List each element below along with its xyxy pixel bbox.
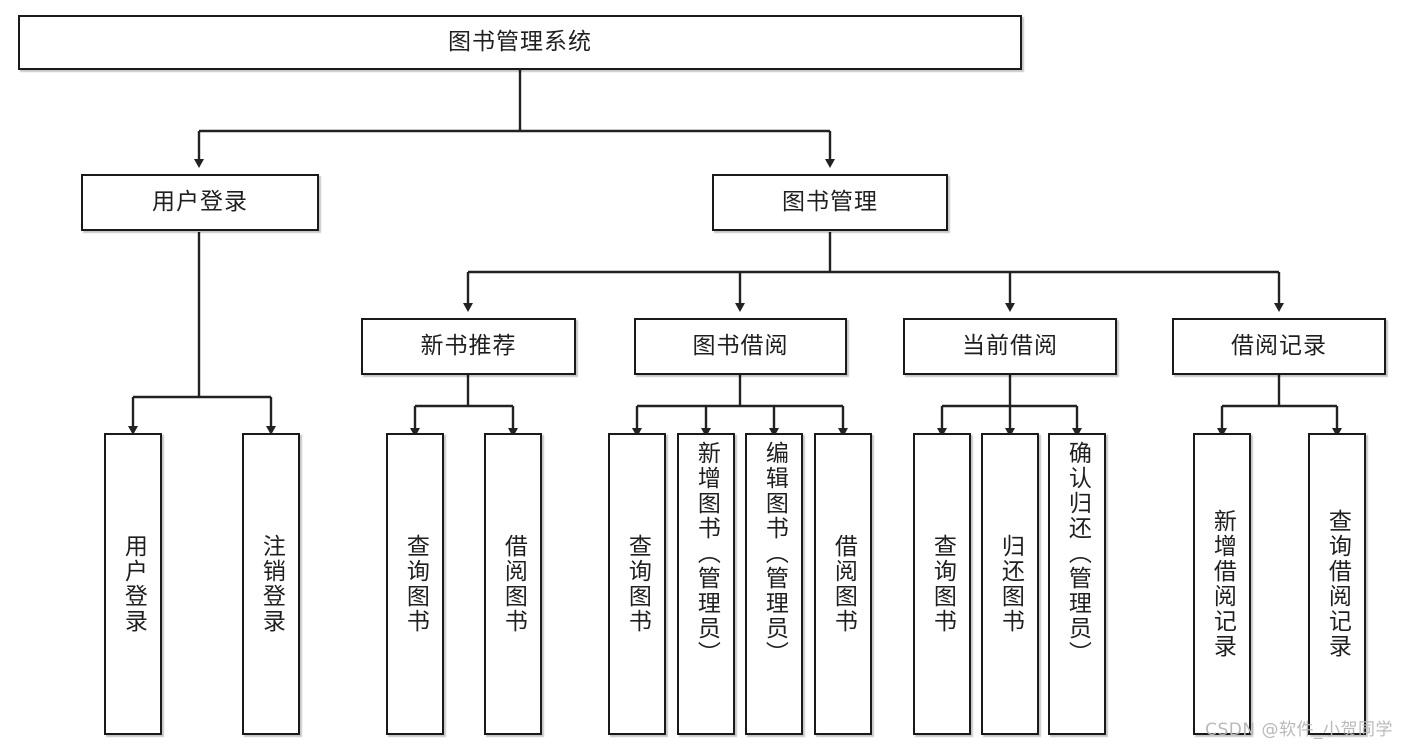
- node-root-label: 图书管理系统: [448, 28, 592, 55]
- leaf-confirm-return-admin[interactable]: 确认归还（管理员）: [1048, 433, 1106, 735]
- leaf-query-borrow-record-label: 查询借阅记录: [1324, 509, 1351, 659]
- csdn-watermark: CSDN @软件_小贺同学: [1205, 720, 1393, 740]
- node-book-management-label: 图书管理: [782, 188, 878, 215]
- node-book-management[interactable]: 图书管理: [712, 174, 948, 231]
- leaf-edit-book-admin-label: 编辑图书（管理员）: [761, 441, 788, 666]
- leaf-user-login[interactable]: 用户登录: [104, 433, 162, 735]
- leaf-confirm-return-admin-label: 确认归还（管理员）: [1064, 441, 1091, 666]
- node-book-borrow[interactable]: 图书借阅: [634, 318, 847, 375]
- leaf-add-borrow-record-label: 新增借阅记录: [1209, 509, 1236, 659]
- leaf-add-borrow-record[interactable]: 新增借阅记录: [1193, 433, 1251, 735]
- leaf-edit-book-admin[interactable]: 编辑图书（管理员）: [745, 433, 803, 735]
- leaf-logout-label: 注销登录: [258, 534, 285, 634]
- node-book-borrow-label: 图书借阅: [692, 332, 789, 359]
- leaf-add-book-admin-label: 新增图书（管理员）: [693, 441, 720, 666]
- node-borrow-records-label: 借阅记录: [1231, 332, 1327, 359]
- leaf-return-book-label: 归还图书: [997, 534, 1024, 634]
- leaf-query-book-current-label: 查询图书: [929, 534, 956, 634]
- leaf-query-book-current[interactable]: 查询图书: [913, 433, 971, 735]
- leaf-borrow-book[interactable]: 借阅图书: [814, 433, 872, 735]
- node-new-book-recommend[interactable]: 新书推荐: [361, 318, 576, 375]
- leaf-return-book[interactable]: 归还图书: [981, 433, 1039, 735]
- leaf-query-book-recommend-label: 查询图书: [402, 534, 429, 634]
- node-root[interactable]: 图书管理系统: [18, 15, 1022, 70]
- node-borrow-records[interactable]: 借阅记录: [1172, 318, 1386, 375]
- leaf-query-borrow-record[interactable]: 查询借阅记录: [1308, 433, 1366, 735]
- leaf-query-book-borrow[interactable]: 查询图书: [608, 433, 666, 735]
- leaf-add-book-admin[interactable]: 新增图书（管理员）: [677, 433, 735, 735]
- leaf-borrow-book-recommend[interactable]: 借阅图书: [484, 433, 542, 735]
- node-new-book-recommend-label: 新书推荐: [420, 332, 517, 359]
- node-user-login-label: 用户登录: [152, 188, 248, 215]
- leaf-borrow-book-recommend-label: 借阅图书: [500, 534, 527, 634]
- leaf-query-book-recommend[interactable]: 查询图书: [386, 433, 444, 735]
- node-current-borrow[interactable]: 当前借阅: [903, 318, 1117, 375]
- leaf-borrow-book-label: 借阅图书: [830, 534, 857, 634]
- leaf-user-login-label: 用户登录: [120, 534, 147, 634]
- node-user-login[interactable]: 用户登录: [81, 174, 319, 231]
- node-current-borrow-label: 当前借阅: [962, 332, 1058, 359]
- leaf-query-book-borrow-label: 查询图书: [624, 534, 651, 634]
- leaf-logout[interactable]: 注销登录: [242, 433, 300, 735]
